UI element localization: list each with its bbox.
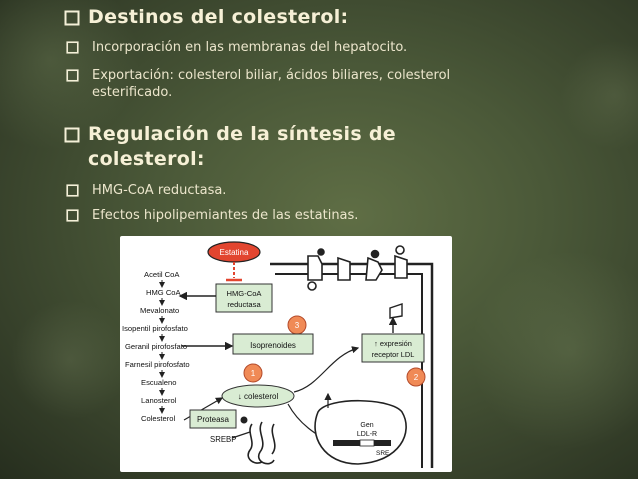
statin-mechanism-diagram: Acetil CoA HMG CoA Mevalonato Isopentil … [120,236,452,472]
isoprenoides-label: Isoprenoides [250,341,296,350]
gen-line1: Gen [360,422,373,429]
estatina-label: Estatina [220,248,249,257]
bullet-icon [66,41,79,54]
step-1-badge [243,363,263,383]
pathway-escualeno: Escualeno [141,378,176,387]
protease-dot [240,416,248,424]
pathway-hmg-coa: HMG CoA [146,288,182,297]
srebp-line [231,431,251,439]
heading-regulacion: Regulación de la síntesis de colesterol: [88,123,396,170]
bullet-icon [66,69,79,82]
feedback-arrow [293,346,360,393]
expresion-line2: receptor LDL [372,350,415,359]
step-3-label: 3 [295,321,300,330]
hmg-reductasa-box [215,283,273,313]
pathway-acetil-coa: Acetil CoA [144,270,180,279]
expresion-line1: ↑ expresión [374,339,412,348]
mevalonate-pathway: Acetil CoA HMG CoA Mevalonato Isopentil … [122,270,190,423]
bullet-icon [66,184,79,197]
gene-segment [359,439,375,447]
pathway-mevalonato: Mevalonato [140,306,179,315]
bullet-exportacion: Exportación: colesterol biliar, ácidos b… [92,68,451,100]
cell-membrane-inner [275,273,423,468]
pathway-lanosterol: Lanosterol [141,396,177,405]
pathway-geranil: Geranil pirofosfato [125,342,187,351]
hmg-line2: reductasa [227,300,261,309]
bullet-icon [66,209,79,222]
heading-destinos: Destinos del colesterol: [88,6,349,28]
bullet-incorporacion: Incorporación en las membranas del hepat… [92,40,408,55]
hmg-line1: HMG-CoA [226,289,262,298]
proteasa-box [189,409,237,429]
bullet-hmg: HMG-CoA reductasa. [92,183,227,198]
pathway-isopentil: Isopentil pirofosfato [122,324,188,333]
expresion-box [361,333,425,363]
sre-label: SRE [376,450,390,457]
bullet-icon [64,127,80,143]
nucleus [314,399,407,465]
bullet-estatinas: Efectos hipolipemiantes de las estatinas… [92,208,359,223]
srebp-label: SREBP [210,435,236,444]
pathway-farnesil: Farnesil pirofosfato [125,360,190,369]
step-2-badge [406,367,426,387]
colesterol-oval [221,384,295,408]
golgi-icon [247,421,276,465]
step-2-label: 2 [414,373,419,382]
colesterol-label: ↓ colesterol [238,392,279,401]
proteasa-label: Proteasa [197,415,230,424]
cell-membrane [270,262,434,468]
step-1-label: 1 [251,369,256,378]
ldl-receptor-icons [307,245,408,291]
pathway-colesterol: Colesterol [141,414,175,423]
bullet-icon [64,10,80,26]
gen-line2: LDL-R [357,431,377,438]
receptor-icon [389,303,403,319]
